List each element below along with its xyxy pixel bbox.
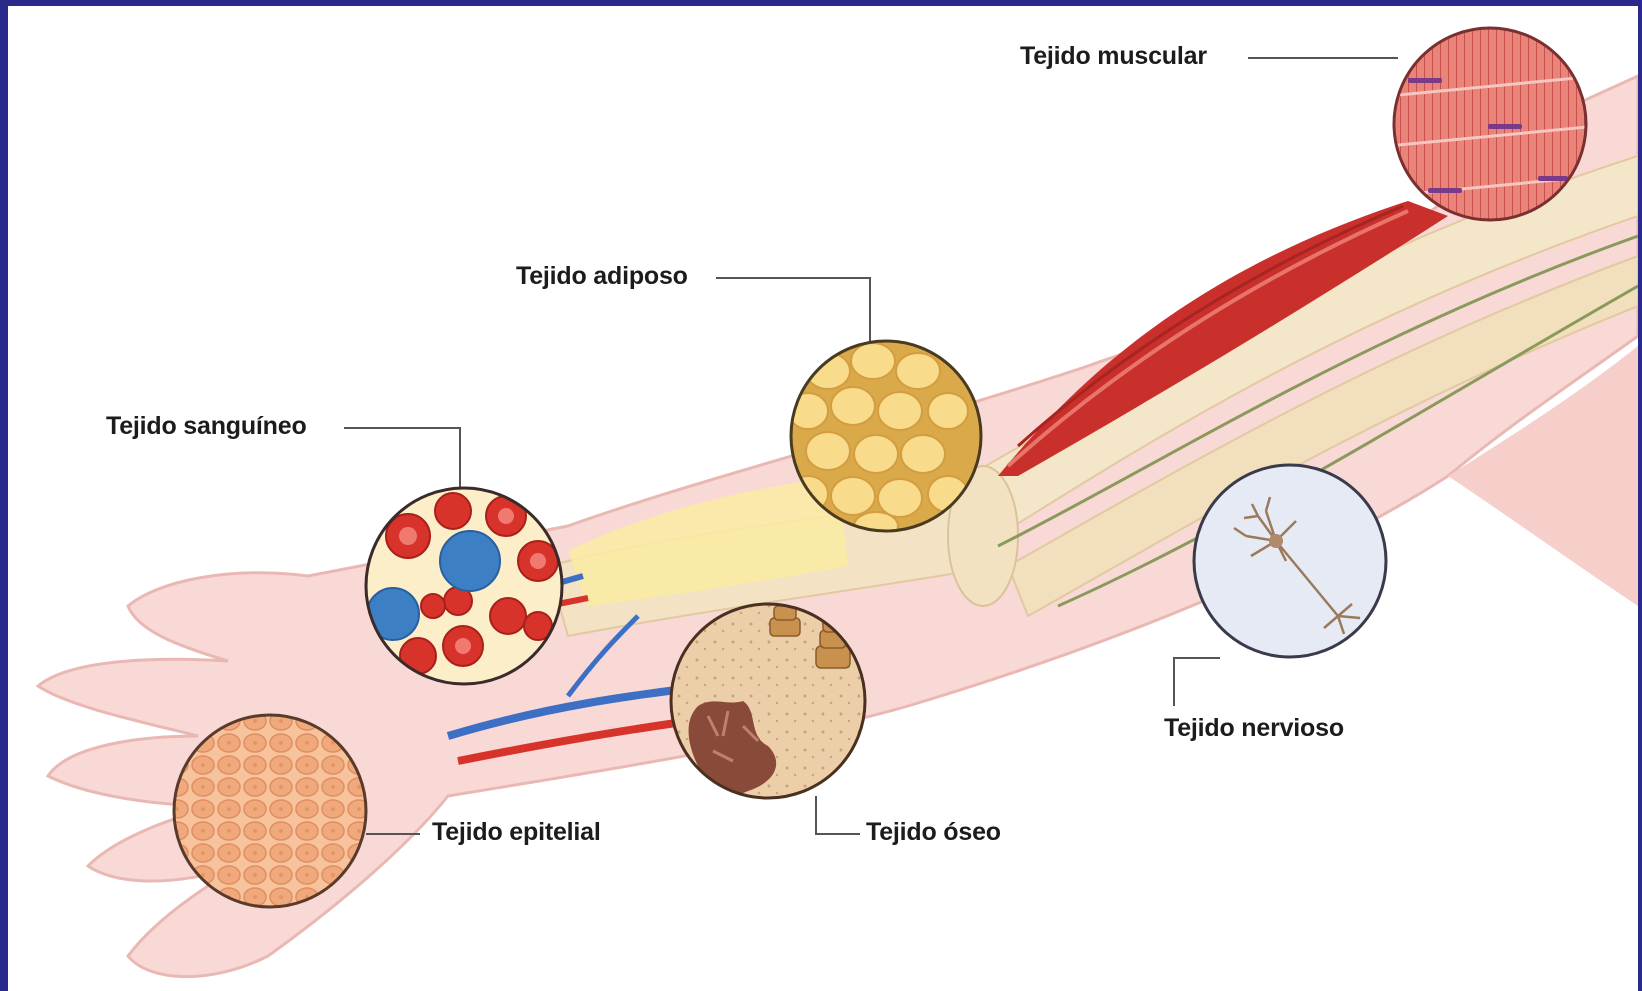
label-tejido-nervioso: Tejido nervioso [1164,714,1344,743]
leader-adiposo [716,278,870,341]
arm-tissue-illustration [8,6,1638,991]
label-tejido-sanguineo: Tejido sanguíneo [106,412,307,441]
leader-nervioso [1174,658,1220,706]
diagram-frame: Tejido muscular Tejido adiposo Tejido sa… [8,6,1638,991]
leader-sanguineo [344,428,460,488]
nervous-tissue-circle [1194,465,1386,657]
label-tejido-epitelial: Tejido epitelial [432,818,601,847]
blood-tissue-circle [364,486,564,686]
leader-oseo [816,796,860,834]
label-tejido-oseo: Tejido óseo [866,818,1001,847]
label-tejido-muscular: Tejido muscular [1020,42,1207,71]
label-tejido-adiposo: Tejido adiposo [516,262,688,291]
